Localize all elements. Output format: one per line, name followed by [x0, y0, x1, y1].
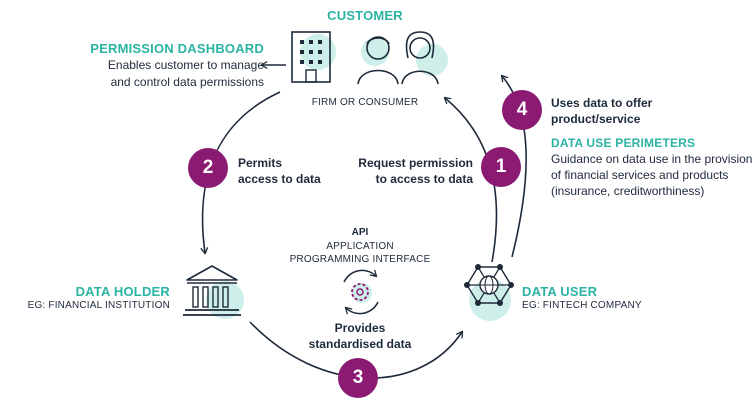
- gear-sync-icon: [343, 269, 379, 315]
- data-use-perimeters-line1: Guidance on data use in the provision: [551, 152, 752, 166]
- bank-icon: [183, 265, 244, 319]
- api-line2: PROGRAMMING INTERFACE: [289, 254, 431, 265]
- customer-title: CUSTOMER: [327, 8, 403, 23]
- data-use-perimeters-line3: (insurance, creditworthiness): [551, 184, 705, 198]
- customer-subtitle: FIRM OR CONSUMER: [311, 97, 419, 108]
- api-line1: APPLICATION: [326, 241, 394, 252]
- building-icon: [291, 31, 336, 83]
- step-1-line1: Request permission: [358, 156, 473, 170]
- step-4-line2: product/service: [551, 112, 641, 126]
- data-user-subtitle: EG: FINTECH COMPANY: [522, 300, 642, 311]
- step-1-badge: 1: [481, 147, 521, 187]
- permission-dashboard-line1: Enables customer to manage: [107, 58, 264, 72]
- data-use-perimeters-line2: of financial services and products: [551, 168, 729, 182]
- man-icon: [357, 36, 399, 85]
- data-user-title: DATA USER: [522, 284, 598, 299]
- data-use-perimeters-title: DATA USE PERIMETERS: [551, 136, 696, 150]
- step-3-line1: Provides: [334, 321, 386, 335]
- step-4-badge: 4: [502, 90, 542, 130]
- woman-icon: [401, 31, 448, 85]
- step-2-line2: access to data: [238, 172, 321, 186]
- data-holder-title: DATA HOLDER: [75, 284, 170, 299]
- step-4-line1: Uses data to offer: [551, 96, 653, 110]
- step-1-line2: to access to data: [375, 172, 473, 186]
- step-3-line2: standardised data: [308, 337, 412, 351]
- permission-dashboard-title: PERMISSION DASHBOARD: [90, 41, 264, 56]
- step-2-badge: 2: [188, 148, 228, 188]
- step-2-line1: Permits: [238, 156, 283, 170]
- network-globe-icon: [464, 264, 514, 321]
- step-3-badge: 3: [338, 358, 378, 398]
- api-title: API: [351, 227, 369, 238]
- permission-dashboard-line2: and control data permissions: [110, 75, 264, 89]
- data-holder-subtitle: EG: FINANCIAL INSTITUTION: [27, 300, 170, 311]
